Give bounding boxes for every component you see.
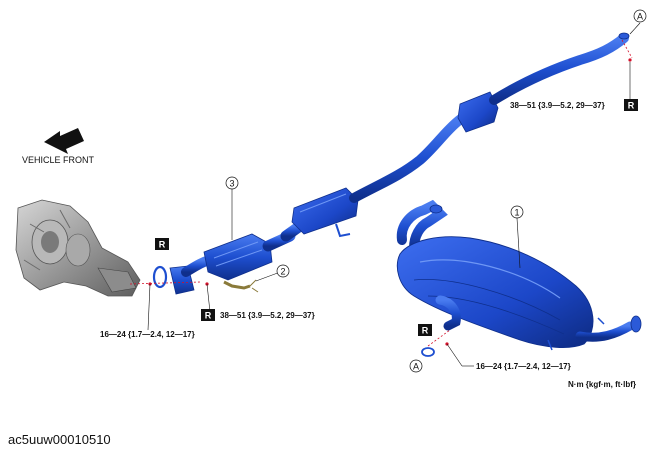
- callout-ref-a-top: A: [633, 9, 647, 23]
- torque-spec-turbo-flange: 16—24 {1.7—2.4, 12—17}: [100, 330, 195, 339]
- replace-tag-rear-top: R: [624, 99, 638, 111]
- torque-spec-muffler-inlet: 16—24 {1.7—2.4, 12—17}: [476, 362, 571, 371]
- callout-ref-a-top-label: A: [637, 12, 643, 22]
- replace-tag-label: R: [422, 326, 429, 336]
- replace-tag-label: R: [205, 311, 212, 321]
- figure-code: ac5uuw00010510: [8, 432, 111, 447]
- vehicle-front-arrow-icon: [44, 128, 84, 154]
- middle-pipe-resonator: [280, 32, 633, 242]
- oxygen-sensor: [223, 280, 251, 290]
- torque-spec-rear-top: 38—51 {3.9—5.2, 29—37}: [510, 101, 605, 110]
- callout-part-1-label: 1: [514, 208, 519, 218]
- front-pipe-catalytic-converter: [181, 230, 296, 293]
- callout-part-3-label: 3: [229, 179, 234, 189]
- muffler-gasket: [421, 347, 435, 357]
- rear-resonator: [457, 91, 499, 133]
- vehicle-front-label: VEHICLE FRONT: [22, 155, 95, 165]
- replace-tag-label: R: [628, 101, 635, 111]
- replace-tag-front-gasket: R: [155, 238, 169, 250]
- callout-part-3: 3: [225, 176, 239, 190]
- front-gasket: [152, 265, 168, 289]
- replace-tag-front-joint: R: [201, 309, 215, 321]
- replace-tag-label: R: [159, 240, 166, 250]
- callout-ref-a-bottom-label: A: [413, 362, 419, 372]
- callout-part-1: 1: [510, 205, 524, 219]
- callout-ref-a-bottom: A: [409, 359, 423, 373]
- vehicle-front-indicator: VEHICLE FRONT: [22, 128, 95, 165]
- leader-lines: [147, 22, 641, 367]
- callout-part-2: 2: [276, 264, 290, 278]
- center-resonator: [291, 187, 359, 235]
- callout-part-2-label: 2: [280, 267, 285, 277]
- engine-turbo-assembly: [15, 199, 141, 297]
- main-muffler: [396, 199, 642, 367]
- replace-tag-muffler: R: [418, 324, 432, 336]
- rear-top-bolt: [628, 58, 632, 62]
- torque-units-label: N·m {kgf·m, ft·lbf}: [568, 380, 636, 389]
- torque-spec-front-joint: 38—51 {3.9—5.2, 29—37}: [220, 311, 315, 320]
